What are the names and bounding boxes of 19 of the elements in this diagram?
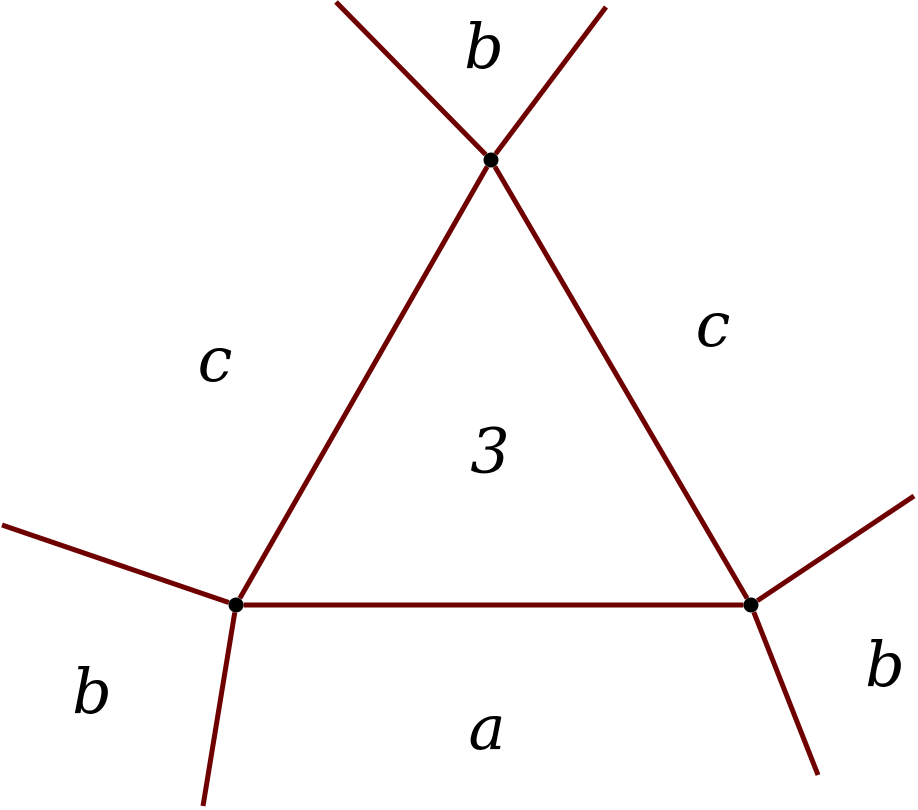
line — [334, 0, 488, 156]
region-label: b — [868, 639, 901, 687]
region-label: a — [470, 716, 502, 750]
line — [244, 602, 744, 608]
line — [756, 494, 916, 603]
line — [752, 611, 820, 776]
region-label: c — [698, 313, 730, 347]
line — [494, 5, 608, 156]
line — [1, 522, 230, 605]
vertex-dot — [484, 152, 498, 168]
vertex-dot — [228, 597, 244, 612]
region-label: 3 — [471, 426, 506, 474]
line — [492, 165, 750, 600]
region-label: b — [466, 21, 500, 69]
region-label: c — [200, 348, 232, 382]
region-label: b — [74, 666, 108, 714]
line — [238, 165, 490, 600]
line — [200, 612, 238, 806]
vertex-dot — [744, 597, 758, 612]
